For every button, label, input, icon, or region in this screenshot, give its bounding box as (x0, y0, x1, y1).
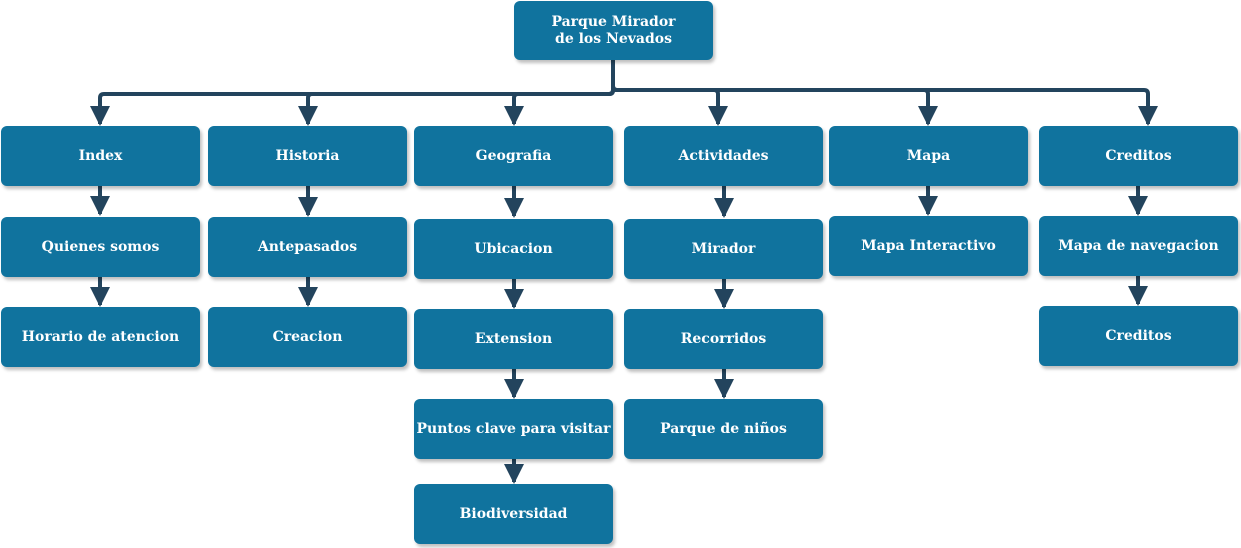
node-creditos-final: Creditos (1039, 306, 1238, 366)
node-mapa-de-navegacion: Mapa de navegacion (1039, 216, 1238, 276)
node-quienes-somos: Quienes somos (1, 217, 200, 277)
node-mapa: Mapa (829, 126, 1028, 186)
node-ubicacion: Ubicacion (414, 219, 613, 279)
node-recorridos: Recorridos (624, 309, 823, 369)
node-biodiversidad: Biodiversidad (414, 484, 613, 544)
root-title-line2: de los Nevados (555, 30, 672, 47)
node-mirador: Mirador (624, 219, 823, 279)
root-node: Parque Mirador de los Nevados (514, 1, 713, 60)
node-creditos: Creditos (1039, 126, 1238, 186)
node-historia: Historia (208, 126, 407, 186)
node-extension: Extension (414, 309, 613, 369)
connector-root-creditos (611, 60, 1158, 126)
node-creacion: Creacion (208, 307, 407, 367)
node-geografia: Geografia (414, 126, 613, 186)
root-title-line1: Parque Mirador (551, 13, 676, 30)
node-horario-de-atencion: Horario de atencion (1, 307, 200, 367)
node-puntos-clave: Puntos clave para visitar (414, 399, 613, 459)
node-parque-de-ninos: Parque de niños (624, 399, 823, 459)
node-mapa-interactivo: Mapa Interactivo (829, 216, 1028, 276)
connector-root-geografia (504, 60, 615, 126)
node-antepasados: Antepasados (208, 217, 407, 277)
node-index: Index (1, 126, 200, 186)
node-actividades: Actividades (624, 126, 823, 186)
